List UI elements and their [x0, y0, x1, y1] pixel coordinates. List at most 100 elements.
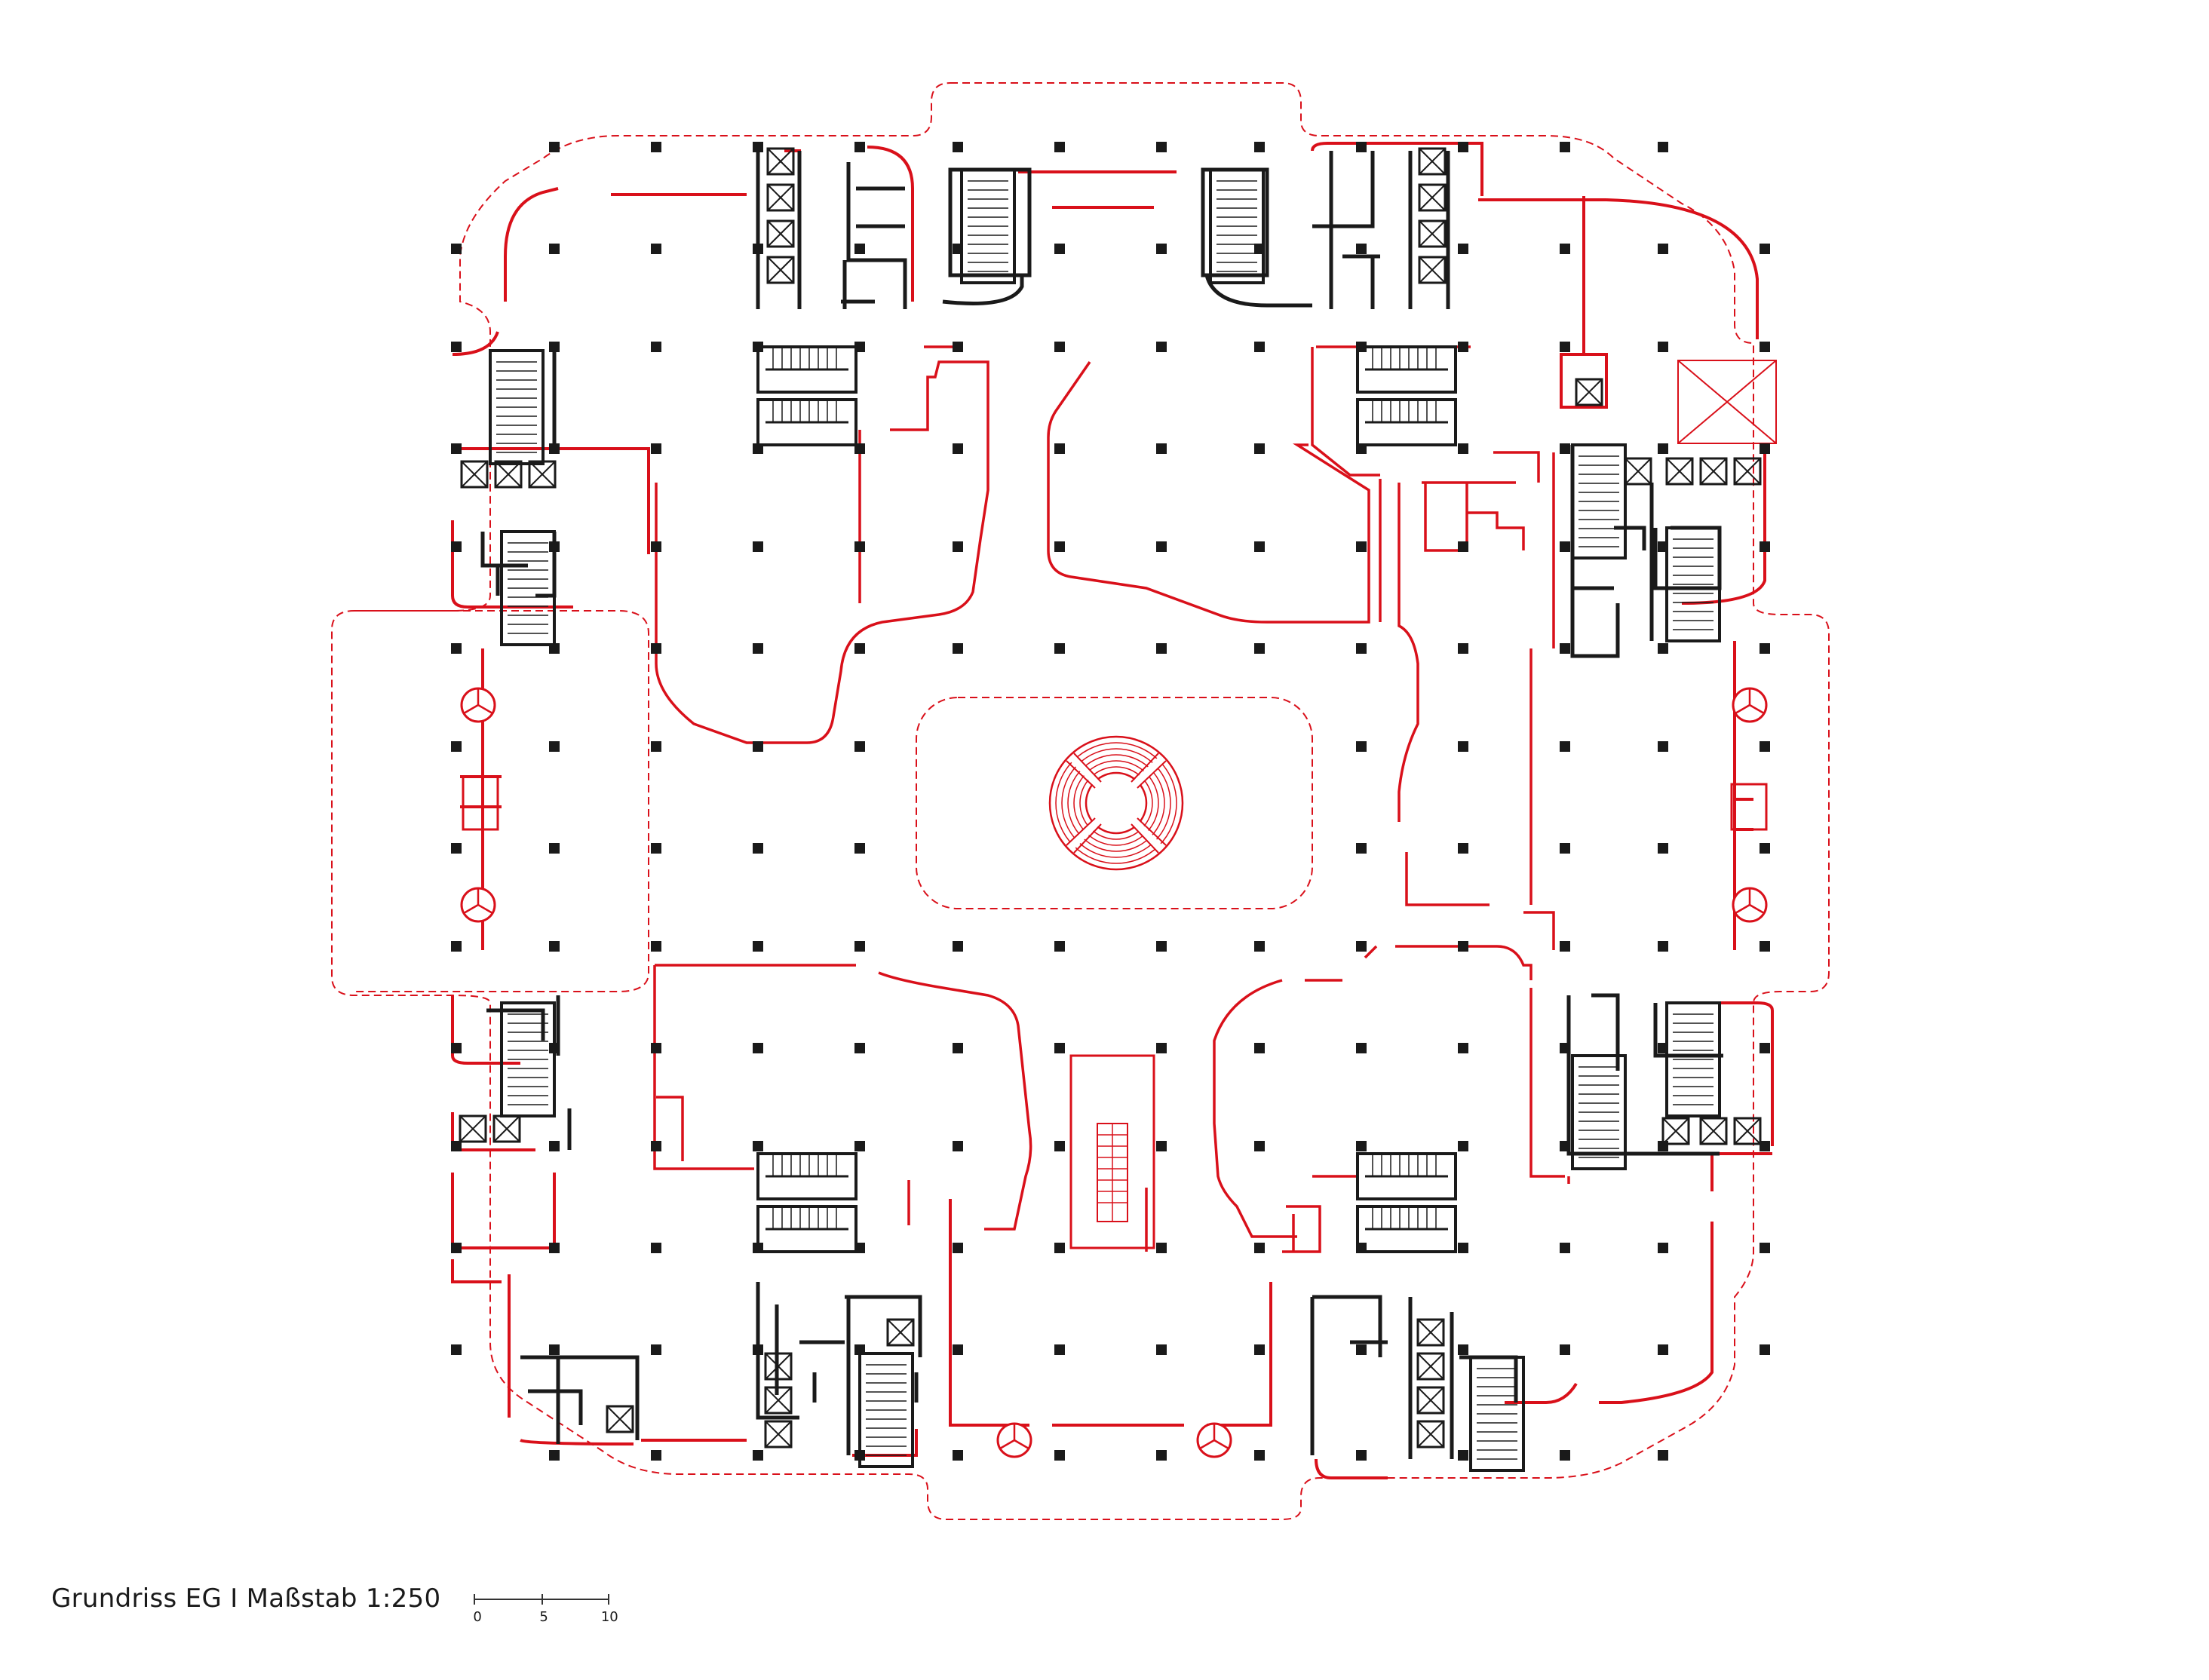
- revolving-door-bottom-right: [1196, 1422, 1232, 1458]
- left-wing-dashed: [354, 610, 649, 992]
- column: [549, 443, 560, 454]
- column: [451, 443, 462, 454]
- column: [1658, 741, 1668, 752]
- column: [953, 342, 963, 352]
- column: [1560, 142, 1570, 152]
- column: [1054, 1344, 1065, 1355]
- column: [854, 1243, 865, 1253]
- column: [451, 741, 462, 752]
- column: [549, 142, 560, 152]
- column: [1560, 1243, 1570, 1253]
- scale-label-10: 10: [600, 1609, 618, 1625]
- column: [1658, 1043, 1668, 1053]
- interior-partitions-red: [653, 345, 1570, 1253]
- column: [1560, 643, 1570, 654]
- column: [953, 541, 963, 552]
- revolving-door-left-bottom: [460, 887, 496, 923]
- column: [1054, 941, 1065, 952]
- column: [1658, 1243, 1668, 1253]
- column: [1658, 342, 1668, 352]
- column: [753, 541, 763, 552]
- column: [854, 1141, 865, 1151]
- column: [854, 1344, 865, 1355]
- existing-cores-black: [480, 147, 1723, 1459]
- column: [1356, 643, 1367, 654]
- column: [1458, 741, 1468, 752]
- column: [1560, 843, 1570, 854]
- column: [1560, 741, 1570, 752]
- column: [549, 1450, 560, 1461]
- column: [1560, 342, 1570, 352]
- column: [451, 342, 462, 352]
- central-spiral-stair: [1048, 735, 1184, 871]
- column: [451, 541, 462, 552]
- column: [549, 843, 560, 854]
- column: [1054, 443, 1065, 454]
- column: [1156, 541, 1167, 552]
- plan-caption: Grundriss EG I Maßstab 1:250: [51, 1583, 441, 1614]
- column: [1458, 843, 1468, 854]
- column: [854, 342, 865, 352]
- column: [753, 1344, 763, 1355]
- column: [1254, 142, 1265, 152]
- column: [1254, 941, 1265, 952]
- column: [1356, 342, 1367, 352]
- column: [1658, 541, 1668, 552]
- column: [1156, 1344, 1167, 1355]
- column: [854, 443, 865, 454]
- column: [1356, 142, 1367, 152]
- column: [451, 1243, 462, 1253]
- column: [1254, 443, 1265, 454]
- revolving-door-right-top: [1732, 687, 1768, 723]
- column: [1658, 443, 1668, 454]
- column: [651, 843, 661, 854]
- column: [651, 443, 661, 454]
- column: [854, 142, 865, 152]
- column: [651, 1344, 661, 1355]
- column: [1760, 443, 1770, 454]
- revolving-door-left-top: [460, 687, 496, 723]
- column: [1054, 1243, 1065, 1253]
- revolving-door-right-bottom: [1732, 887, 1768, 923]
- column: [1254, 643, 1265, 654]
- column: [1254, 244, 1265, 254]
- column: [953, 643, 963, 654]
- column: [549, 941, 560, 952]
- column: [1560, 244, 1570, 254]
- column: [1356, 741, 1367, 752]
- column: [1760, 643, 1770, 654]
- column: [1458, 1450, 1468, 1461]
- column: [753, 1141, 763, 1151]
- column: [1760, 1043, 1770, 1053]
- column: [1156, 1243, 1167, 1253]
- column: [1560, 541, 1570, 552]
- side-entrance-doors: [462, 775, 1768, 831]
- column: [651, 342, 661, 352]
- column: [753, 443, 763, 454]
- column: [1254, 1450, 1265, 1461]
- column: [1760, 541, 1770, 552]
- column: [1156, 342, 1167, 352]
- column: [1356, 1344, 1367, 1355]
- column: [753, 1243, 763, 1253]
- column: [1356, 1141, 1367, 1151]
- column: [651, 1243, 661, 1253]
- column: [1054, 1043, 1065, 1053]
- new-walls-red: [451, 142, 1774, 1479]
- column: [1054, 643, 1065, 654]
- column: [451, 643, 462, 654]
- column: [953, 1243, 963, 1253]
- column: [854, 1043, 865, 1053]
- column: [1156, 1450, 1167, 1461]
- column: [753, 643, 763, 654]
- column: [753, 1450, 763, 1461]
- column: [1356, 1450, 1367, 1461]
- column: [1054, 1141, 1065, 1151]
- column: [1658, 244, 1668, 254]
- column: [1356, 443, 1367, 454]
- column: [854, 941, 865, 952]
- column: [1760, 941, 1770, 952]
- column: [1658, 1450, 1668, 1461]
- column: [651, 1043, 661, 1053]
